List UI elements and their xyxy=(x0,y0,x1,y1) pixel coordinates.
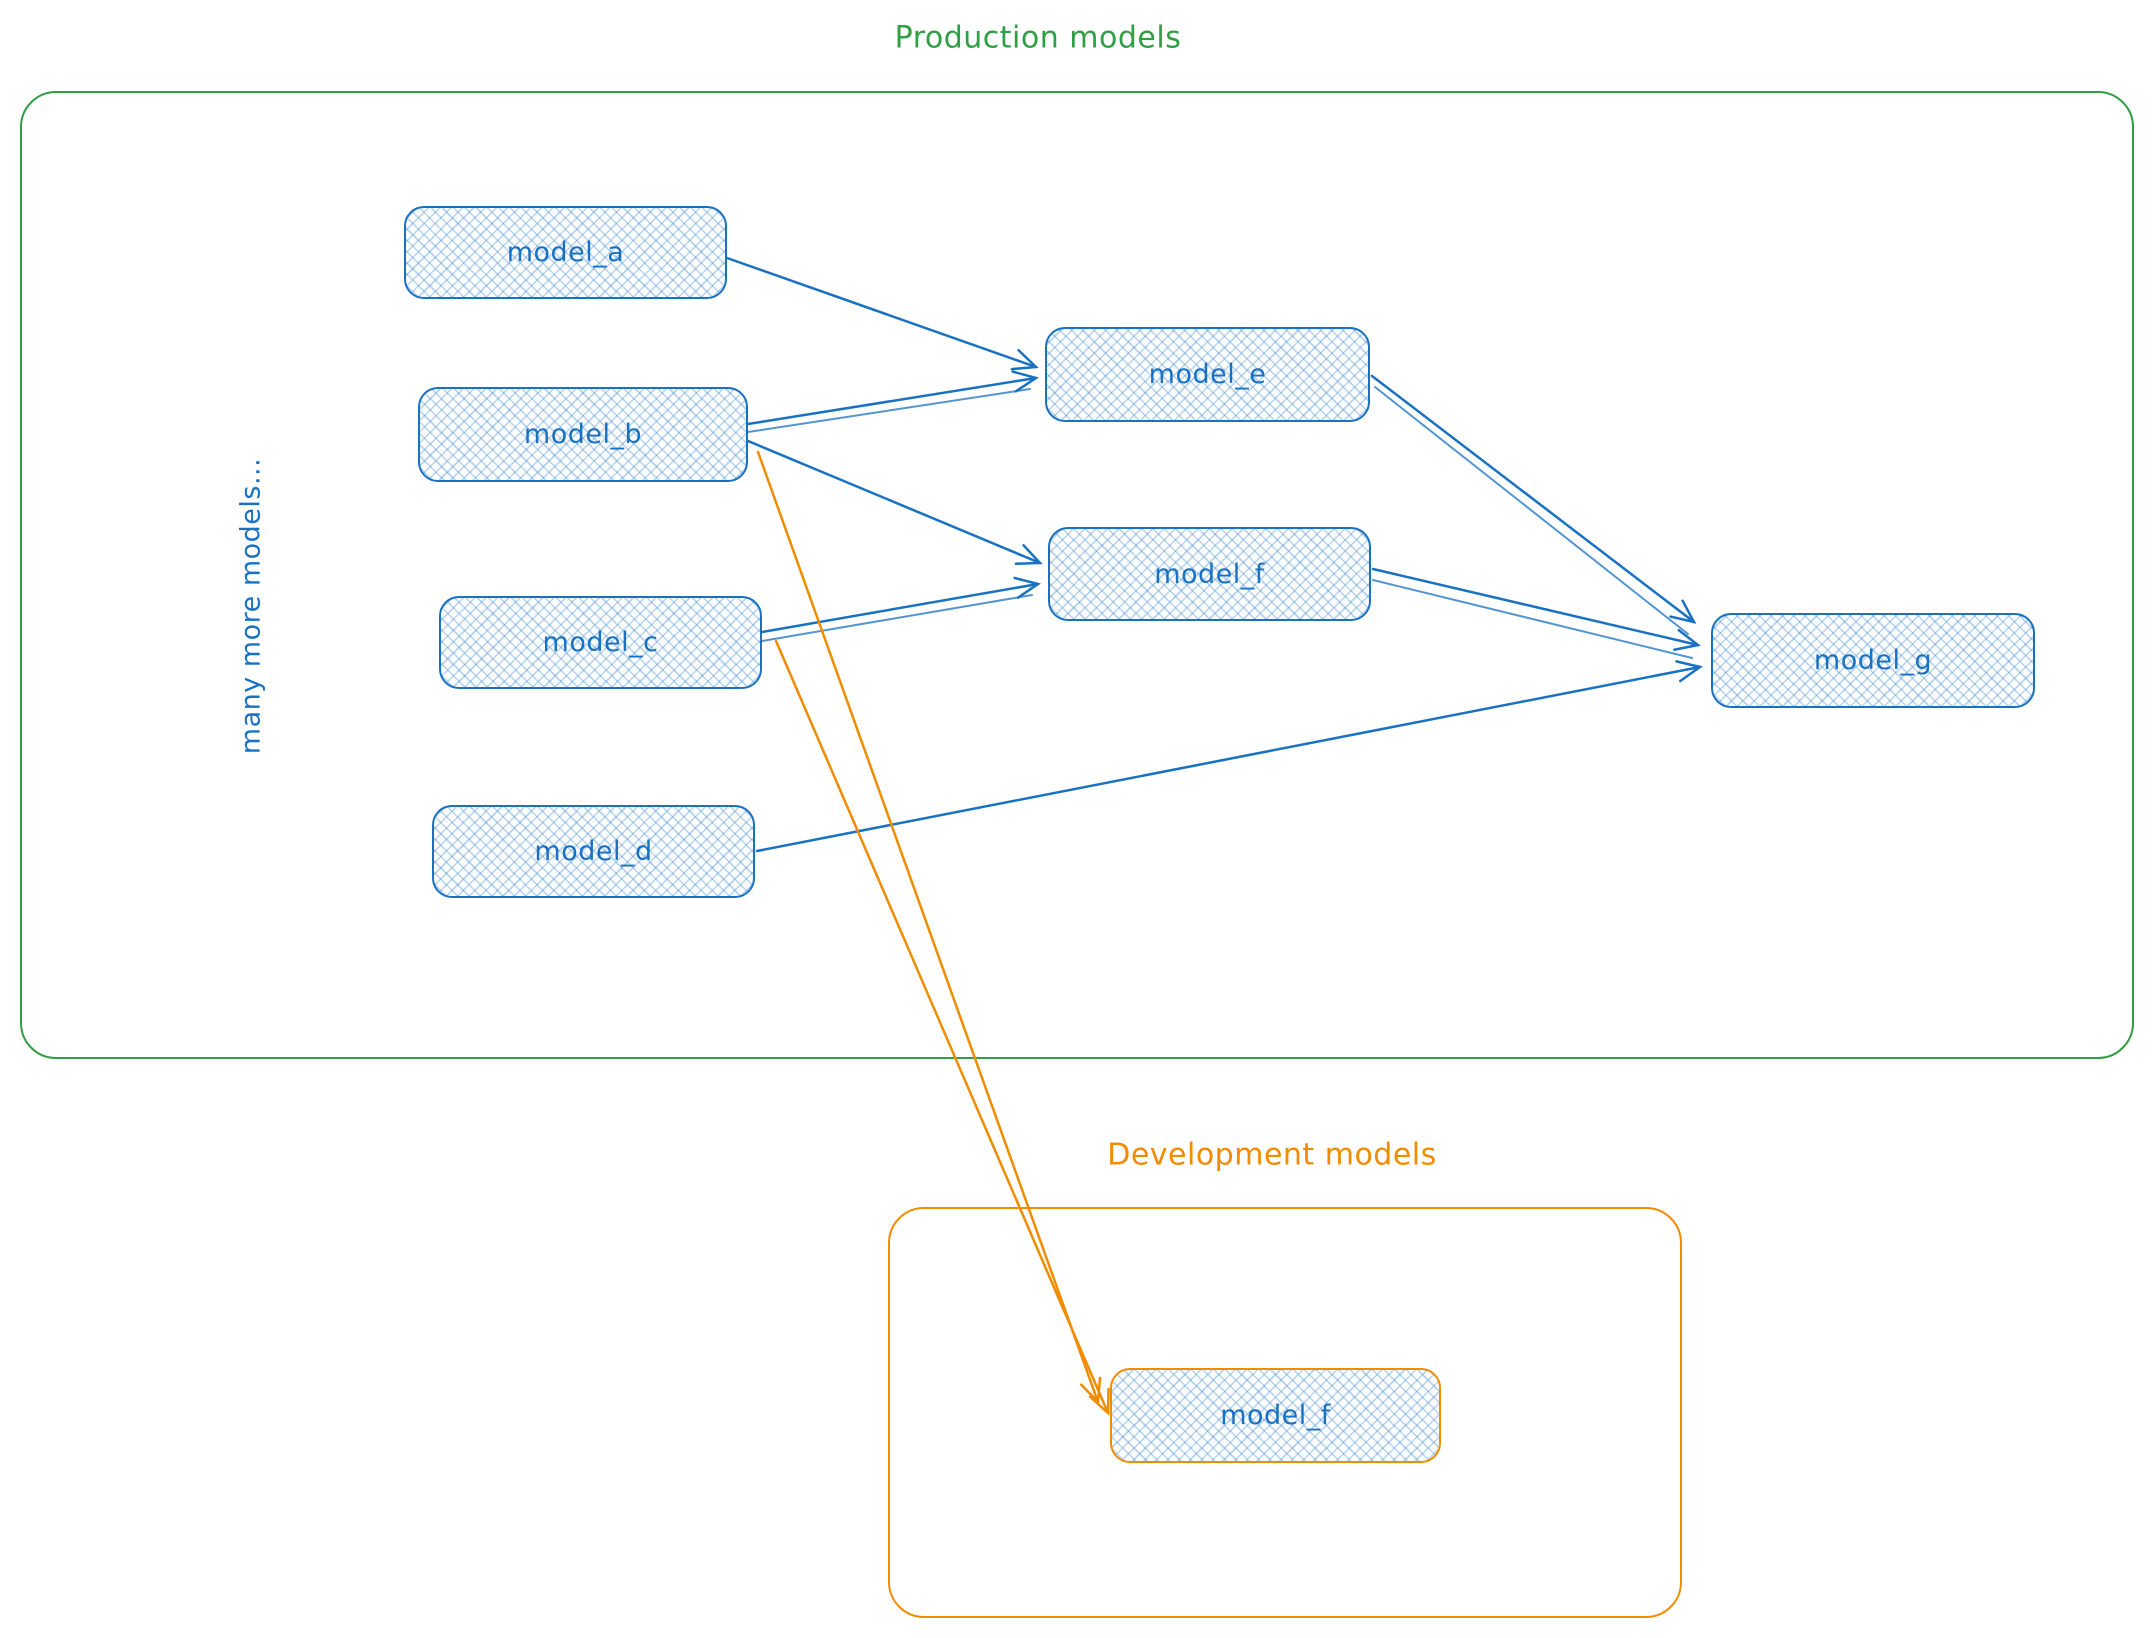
node-model-d-label: model_d xyxy=(534,836,653,867)
node-model-d: model_d xyxy=(432,805,755,898)
node-model-a: model_a xyxy=(404,206,727,299)
node-model-b: model_b xyxy=(418,387,748,482)
node-model-e: model_e xyxy=(1045,327,1370,422)
node-model-e-label: model_e xyxy=(1148,359,1267,390)
node-model-c-label: model_c xyxy=(542,627,659,658)
many-more-models-label: many more models... xyxy=(235,457,267,755)
node-dev-model-f-label: model_f xyxy=(1220,1400,1331,1431)
node-model-g-label: model_g xyxy=(1813,645,1933,676)
production-group-title: Production models xyxy=(894,20,1182,56)
node-model-f-label: model_f xyxy=(1154,558,1265,590)
node-model-b-label: model_b xyxy=(523,419,643,450)
development-group-title: Development models xyxy=(1107,1137,1437,1173)
node-model-f: model_f xyxy=(1048,527,1371,621)
node-dev-model-f: model_f xyxy=(1110,1368,1441,1463)
node-model-a-label: model_a xyxy=(506,237,625,268)
node-model-c: model_c xyxy=(439,596,762,689)
node-model-g: model_g xyxy=(1711,613,2035,708)
